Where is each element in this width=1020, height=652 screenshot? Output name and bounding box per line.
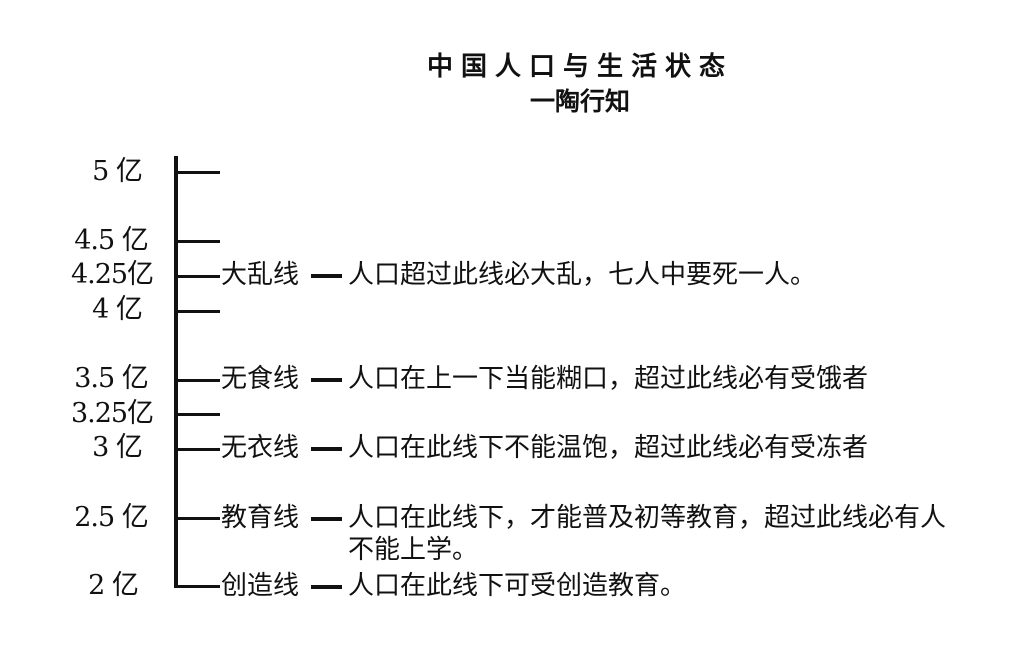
population-axis — [174, 156, 178, 588]
tick-4-25 — [174, 275, 220, 278]
level-label-2: 2 亿 — [88, 570, 139, 601]
level-label-3: 3 亿 — [92, 432, 143, 463]
tick-3-5 — [174, 379, 220, 382]
tick-4 — [174, 310, 220, 313]
dash-creation — [311, 585, 342, 589]
level-label-4-25: 4.25亿 — [70, 259, 154, 290]
desc-education: 人口在此线下，才能普及初等教育，超过此线必有人不能上学。 — [348, 503, 947, 565]
level-label-3-25: 3.25亿 — [70, 398, 154, 429]
desc-great-chaos: 人口超过此线必大乱，七人中要死一人。 — [348, 260, 817, 290]
level-label-4: 4 亿 — [92, 294, 143, 325]
dash-no-food — [311, 378, 342, 382]
dash-great-chaos — [311, 274, 342, 278]
level-label-2-5: 2.5 亿 — [74, 502, 149, 533]
tick-3 — [174, 448, 220, 451]
line-name-no-clothing: 无衣线 — [221, 433, 300, 463]
dash-no-clothing — [311, 447, 342, 451]
tick-3-25 — [174, 413, 220, 416]
desc-no-clothing: 人口在此线下不能温饱，超过此线必有受冻者 — [348, 433, 869, 463]
dash-education — [311, 517, 342, 521]
tick-5 — [174, 171, 220, 174]
line-name-no-food: 无食线 — [221, 364, 300, 394]
level-label-5: 5 亿 — [92, 156, 143, 187]
diagram-author: 一陶行知 — [529, 87, 630, 116]
tick-2 — [174, 585, 220, 588]
line-name-great-chaos: 大乱线 — [221, 260, 300, 290]
diagram-title: 中国人口与生活状态 — [426, 52, 733, 82]
desc-no-food: 人口在上一下当能糊口，超过此线必有受饿者 — [348, 364, 869, 394]
tick-2-5 — [174, 517, 220, 520]
line-name-creation: 创造线 — [221, 571, 300, 601]
tick-4-5 — [174, 240, 220, 243]
level-label-3-5: 3.5 亿 — [74, 363, 149, 394]
line-name-education: 教育线 — [221, 503, 300, 533]
level-label-4-5: 4.5 亿 — [74, 225, 149, 256]
desc-creation: 人口在此线下可受创造教育。 — [348, 571, 687, 601]
